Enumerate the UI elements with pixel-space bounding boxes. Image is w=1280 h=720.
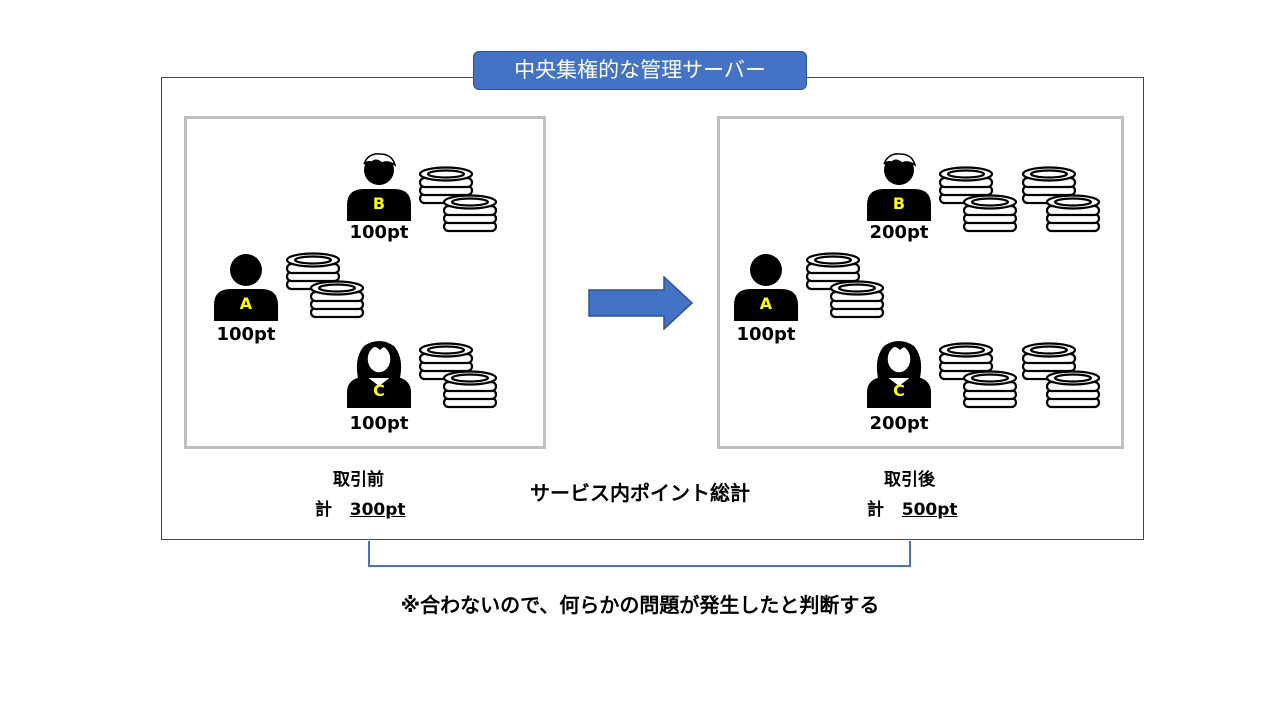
user-points: 200pt (869, 413, 929, 434)
user-b-before-person-icon: B (346, 153, 412, 221)
user-letter: A (239, 294, 253, 313)
user-letter: B (892, 194, 906, 213)
user-points: 100pt (216, 324, 276, 345)
user-a-before-person-icon: A (213, 253, 279, 321)
after-total: 計 500pt (867, 500, 958, 520)
note-text: ※合わないので、何らかの問題が発生したと判断する (400, 593, 880, 617)
total-prefix: 計 (315, 500, 332, 520)
coin-stack-icon (1021, 342, 1101, 409)
before-caption: 取引前 (333, 470, 384, 490)
before-total: 計 300pt (315, 500, 406, 520)
user-letter: C (373, 381, 385, 400)
user-points: 100pt (349, 413, 409, 434)
user-letter: B (372, 194, 386, 213)
coin-stack-icon (938, 342, 1018, 409)
user-points: 100pt (736, 324, 796, 345)
coin-stack-icon (805, 252, 885, 319)
after-caption: 取引後 (884, 470, 935, 490)
coin-stack-icon (418, 166, 498, 233)
user-c-after-person-icon: C (866, 340, 932, 408)
total-value: 300pt (349, 500, 406, 520)
user-b-after-person-icon: B (866, 153, 932, 221)
user-points: 200pt (869, 222, 929, 243)
total-value: 500pt (901, 500, 958, 520)
coin-stack-icon (418, 342, 498, 409)
user-c-before-person-icon: C (346, 340, 412, 408)
user-letter: C (893, 381, 905, 400)
server-title: 中央集権的な管理サーバー (473, 51, 807, 90)
right-arrow-icon (588, 276, 694, 330)
total-label: サービス内ポイント総計 (530, 481, 750, 505)
total-prefix: 計 (867, 500, 884, 520)
user-letter: A (759, 294, 773, 313)
user-points: 100pt (349, 222, 409, 243)
coin-stack-icon (1021, 166, 1101, 233)
user-a-after-person-icon: A (733, 253, 799, 321)
comparison-bracket (368, 541, 911, 567)
coin-stack-icon (938, 166, 1018, 233)
coin-stack-icon (285, 252, 365, 319)
